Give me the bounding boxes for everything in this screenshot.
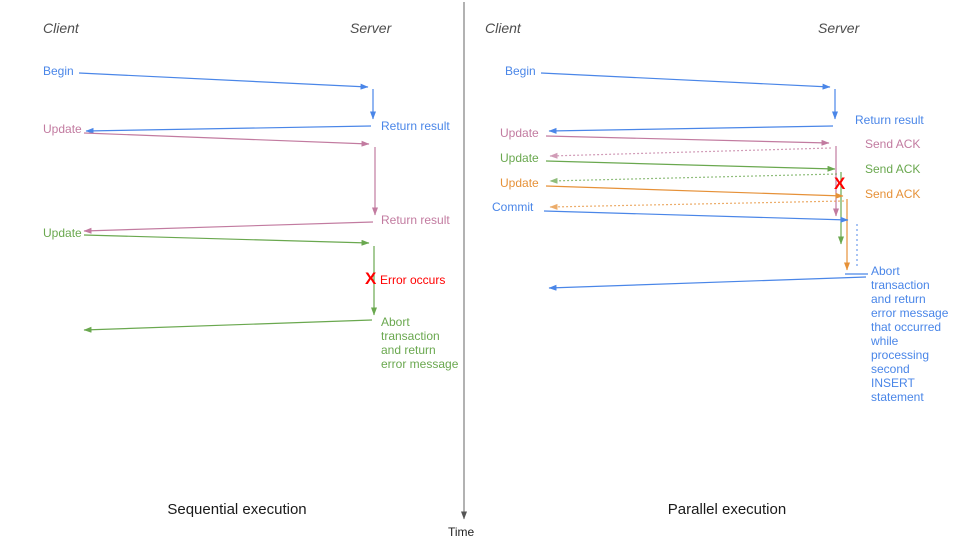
right-update3-flow	[545, 185, 850, 271]
right-send-ack-3-label: Send ACK	[865, 187, 921, 201]
left-abort-message: Abort transaction and return error messa…	[381, 315, 459, 371]
right-begin-label: Begin	[505, 64, 536, 78]
right-server-heading: Server	[818, 20, 860, 36]
left-server-heading: Server	[350, 20, 392, 36]
right-client-heading: Client	[485, 20, 521, 36]
right-update-2-label: Update	[500, 151, 539, 165]
right-send-ack-2-label: Send ACK	[865, 162, 921, 176]
right-update1-flow	[545, 135, 839, 217]
left-error-occurs-label: Error occurs	[380, 273, 446, 287]
right-send-ack-1-label: Send ACK	[865, 137, 921, 151]
right-commit-label: Commit	[492, 200, 534, 214]
left-client-heading: Client	[43, 20, 79, 36]
right-error-x-icon: X	[834, 174, 846, 193]
left-return-result-2-label: Return result	[381, 213, 450, 227]
right-caption: Parallel execution	[667, 501, 787, 518]
right-update-3-label: Update	[500, 176, 539, 190]
left-begin-flow	[78, 72, 376, 134]
left-update1-flow	[83, 132, 378, 234]
left-error-x-icon: X	[365, 269, 377, 288]
right-begin-flow	[540, 72, 838, 134]
left-update-1-label: Update	[43, 122, 82, 136]
time-axis-label: Time	[448, 525, 475, 539]
left-return-result-1-label: Return result	[381, 119, 450, 133]
right-abort-message: Abort transaction and return error messa…	[871, 264, 949, 404]
left-update2-flow	[83, 234, 377, 333]
left-update-2-label: Update	[43, 226, 82, 240]
left-caption: Sequential execution	[167, 501, 307, 518]
right-return-result-label: Return result	[855, 113, 924, 127]
right-update-1-label: Update	[500, 126, 539, 140]
right-update2-flow	[545, 160, 844, 245]
right-commit-flow	[543, 210, 868, 291]
left-begin-label: Begin	[43, 64, 74, 78]
